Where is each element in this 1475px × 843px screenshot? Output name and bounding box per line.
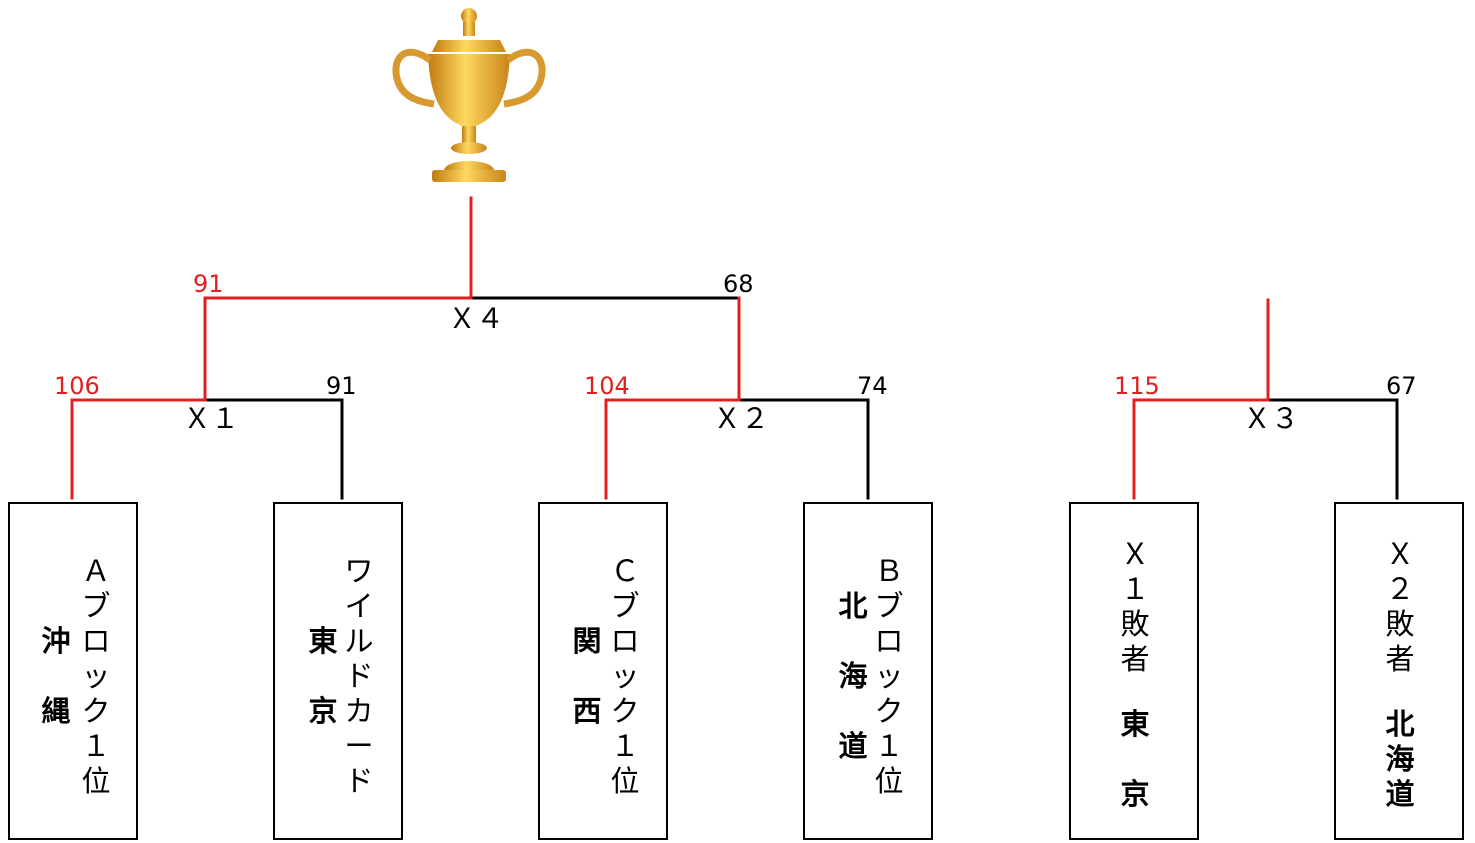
- x2-right-score: 74: [857, 372, 888, 400]
- x4-left-score: 91: [193, 270, 224, 298]
- team-name: 北海道: [1385, 707, 1415, 811]
- x3-win-line: [1132, 398, 1270, 500]
- x1-lose-line: [203, 398, 344, 500]
- x4-match-label: Ｘ４: [448, 302, 505, 335]
- x1-right-score: 91: [326, 372, 357, 400]
- team-name: 関西: [572, 624, 602, 728]
- trophy-icon: [392, 8, 546, 182]
- x3-lose-line: [1266, 398, 1399, 500]
- team-name: 北海道: [838, 589, 868, 763]
- x3-match-label: Ｘ３: [1243, 402, 1300, 435]
- team-name: 沖縄: [41, 624, 71, 728]
- team-box-tokyo-wildcard: ワイルドカード 東京: [273, 502, 403, 840]
- x1-match-label: Ｘ１: [183, 402, 240, 435]
- x2-match-label: Ｘ２: [713, 402, 770, 435]
- x2-lose-line: [737, 398, 870, 500]
- x1-left-score: 106: [54, 372, 100, 400]
- x1-win-line: [70, 398, 207, 500]
- x4-win-line: [203, 296, 473, 402]
- x2-win-line: [604, 398, 741, 500]
- x2-left-score: 104: [584, 372, 630, 400]
- team-name: 東京: [308, 624, 338, 728]
- x3-right-score: 67: [1386, 372, 1417, 400]
- x3-left-score: 115: [1114, 372, 1160, 400]
- x4-right-score: 68: [723, 270, 754, 298]
- team-name: 東京: [1120, 707, 1150, 811]
- team-seed: ワイルドカード: [344, 554, 374, 798]
